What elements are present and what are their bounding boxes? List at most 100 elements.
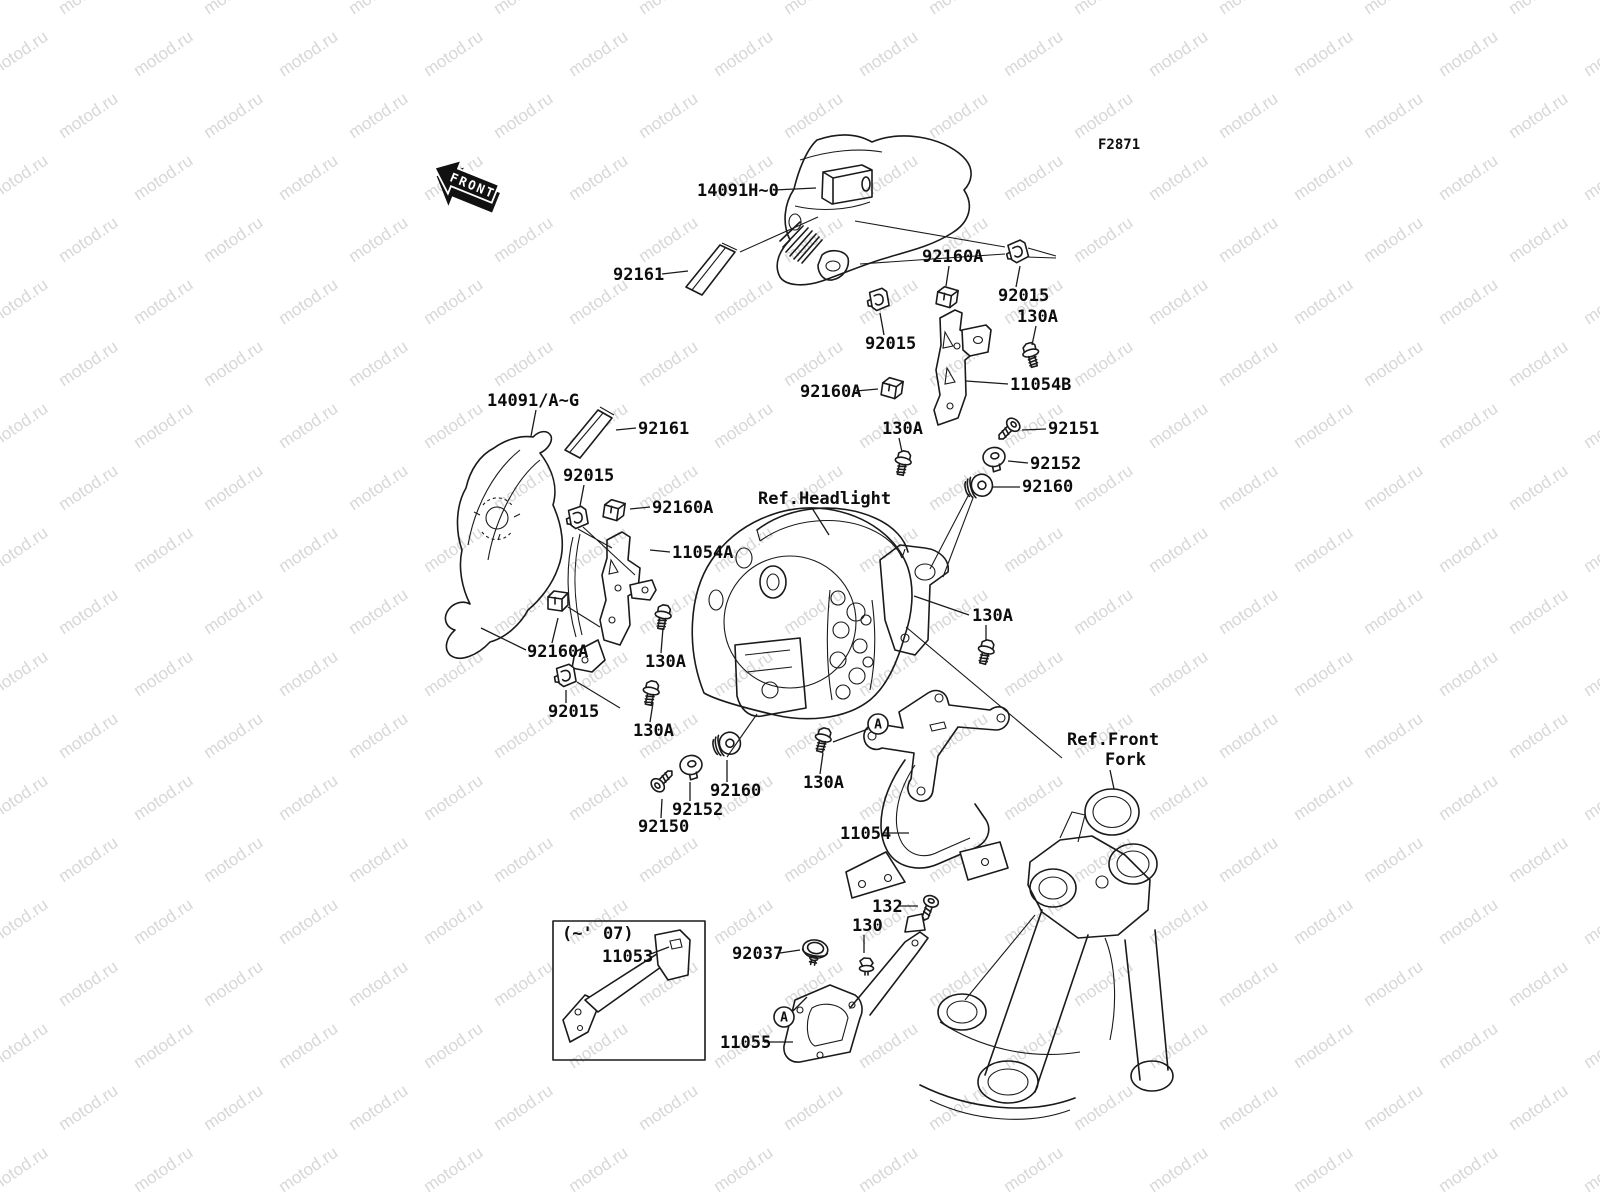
- part-label: 14091/A~G: [487, 391, 579, 411]
- part-label: 130A: [633, 721, 674, 741]
- leader-line: [629, 506, 651, 510]
- leader-line: [913, 595, 970, 616]
- lower-cowl: [444, 430, 564, 659]
- clip-92015-2: [864, 286, 891, 313]
- bolt-130a-2: [891, 448, 914, 478]
- part-label: 130: [852, 916, 883, 936]
- part-label: 92150: [638, 817, 689, 837]
- screw-92151: [992, 414, 1024, 446]
- part-label: 130A: [803, 773, 844, 793]
- circled-marker: [773, 1006, 795, 1028]
- leader-line: [832, 728, 869, 743]
- clip-92015-3: [563, 504, 590, 531]
- part-label: 92015: [998, 286, 1049, 306]
- part-label: 92037: [732, 944, 783, 964]
- part-label: (~' 07): [562, 924, 634, 944]
- grommet-alignment-line: [726, 713, 758, 758]
- trim-pad-92161-lower: [564, 406, 615, 459]
- leader-line: [779, 949, 801, 954]
- nut-130: [858, 957, 875, 976]
- leader-line: [965, 380, 1009, 385]
- part-label: 130A: [645, 652, 686, 672]
- bracket-11054a: [567, 526, 657, 709]
- leader-line: [647, 946, 670, 956]
- part-label: 92151: [1048, 419, 1099, 439]
- part-label: 92160A: [922, 247, 983, 267]
- front-arrow: FRONT: [433, 158, 500, 213]
- bracket-11054b: [933, 247, 1057, 426]
- damper-92160a-1: [935, 285, 960, 310]
- leader-line: [579, 484, 585, 507]
- leader-line: [551, 617, 559, 644]
- bracket-11053: [562, 929, 691, 1043]
- collar-92152-bottom: [677, 752, 706, 782]
- trim-pad-92161-upper: [685, 242, 738, 296]
- note-box-11053: [552, 920, 706, 1061]
- grommet-92160-bottom: [709, 729, 744, 760]
- cap-92037: [799, 937, 831, 968]
- clip-92015-4: [551, 662, 578, 689]
- leader-line: [819, 752, 824, 775]
- part-label: 92160: [710, 781, 761, 801]
- bracket-11055: [783, 913, 929, 1063]
- bolt-130a-4: [652, 602, 674, 631]
- part-label: 11054: [840, 824, 891, 844]
- upper-cowl: [739, 134, 1006, 286]
- part-label: 92015: [563, 466, 614, 486]
- circled-marker-label: A: [780, 1011, 788, 1026]
- part-label: F2871: [1098, 137, 1140, 153]
- part-label: 130A: [972, 606, 1013, 626]
- leader-line: [649, 702, 654, 723]
- part-label: 92015: [548, 702, 599, 722]
- part-label: 92160A: [527, 642, 588, 662]
- damper-92160a-3: [602, 498, 627, 523]
- leader-line: [773, 187, 817, 191]
- part-label: 11053: [602, 947, 653, 967]
- labels-layer: F287114091H~09216192160A92015130A9201511…: [480, 137, 1159, 1053]
- part-label: 92015: [865, 334, 916, 354]
- part-label: 92160: [1022, 477, 1073, 497]
- damper-92160a-4: [547, 590, 569, 612]
- part-label: Ref.Front: [1067, 730, 1159, 750]
- leader-line: [898, 437, 903, 453]
- bolt-130a-5: [639, 678, 662, 708]
- leader-line: [1021, 428, 1047, 431]
- leader-line: [1031, 325, 1037, 346]
- part-label: Ref.Headlight: [758, 489, 891, 509]
- leader-line: [1015, 265, 1021, 288]
- part-label: 11054A: [672, 543, 733, 563]
- part-label: 11055: [720, 1033, 771, 1053]
- leader-line: [660, 798, 663, 819]
- circled-marker: [867, 713, 889, 735]
- bolt-130a-1: [1019, 340, 1043, 370]
- front-arrow-face: [433, 158, 500, 204]
- leader-line: [1007, 460, 1029, 464]
- part-label: 130A: [882, 419, 923, 439]
- bracket-11054: [845, 689, 1010, 899]
- part-label: 92160A: [800, 382, 861, 402]
- clip-92015-1: [1003, 238, 1031, 266]
- leader-line: [792, 996, 808, 1012]
- collar-92152-right: [980, 444, 1009, 474]
- headlight-wiring-cluster: [826, 589, 876, 701]
- part-label: Fork: [1105, 750, 1146, 770]
- part-label: 92161: [638, 419, 689, 439]
- front-fork: [919, 788, 1174, 1120]
- leader-line: [480, 627, 527, 651]
- screw-92150: [647, 764, 679, 796]
- leader-line: [1109, 769, 1115, 790]
- leader-line: [855, 388, 879, 392]
- headlight-bracket: [879, 493, 1063, 759]
- part-label: 14091H~0: [697, 181, 779, 201]
- part-label: 92160A: [652, 498, 713, 518]
- bolt-130a-3: [974, 637, 998, 667]
- leader-line: [945, 265, 950, 287]
- part-label: 132: [872, 897, 903, 917]
- bolt-130a-6: [811, 725, 835, 755]
- part-label: 92152: [672, 800, 723, 820]
- damper-92160a-2: [880, 376, 905, 401]
- part-label: 130A: [1017, 307, 1058, 327]
- leader-line: [649, 549, 671, 553]
- leader-line: [879, 312, 885, 336]
